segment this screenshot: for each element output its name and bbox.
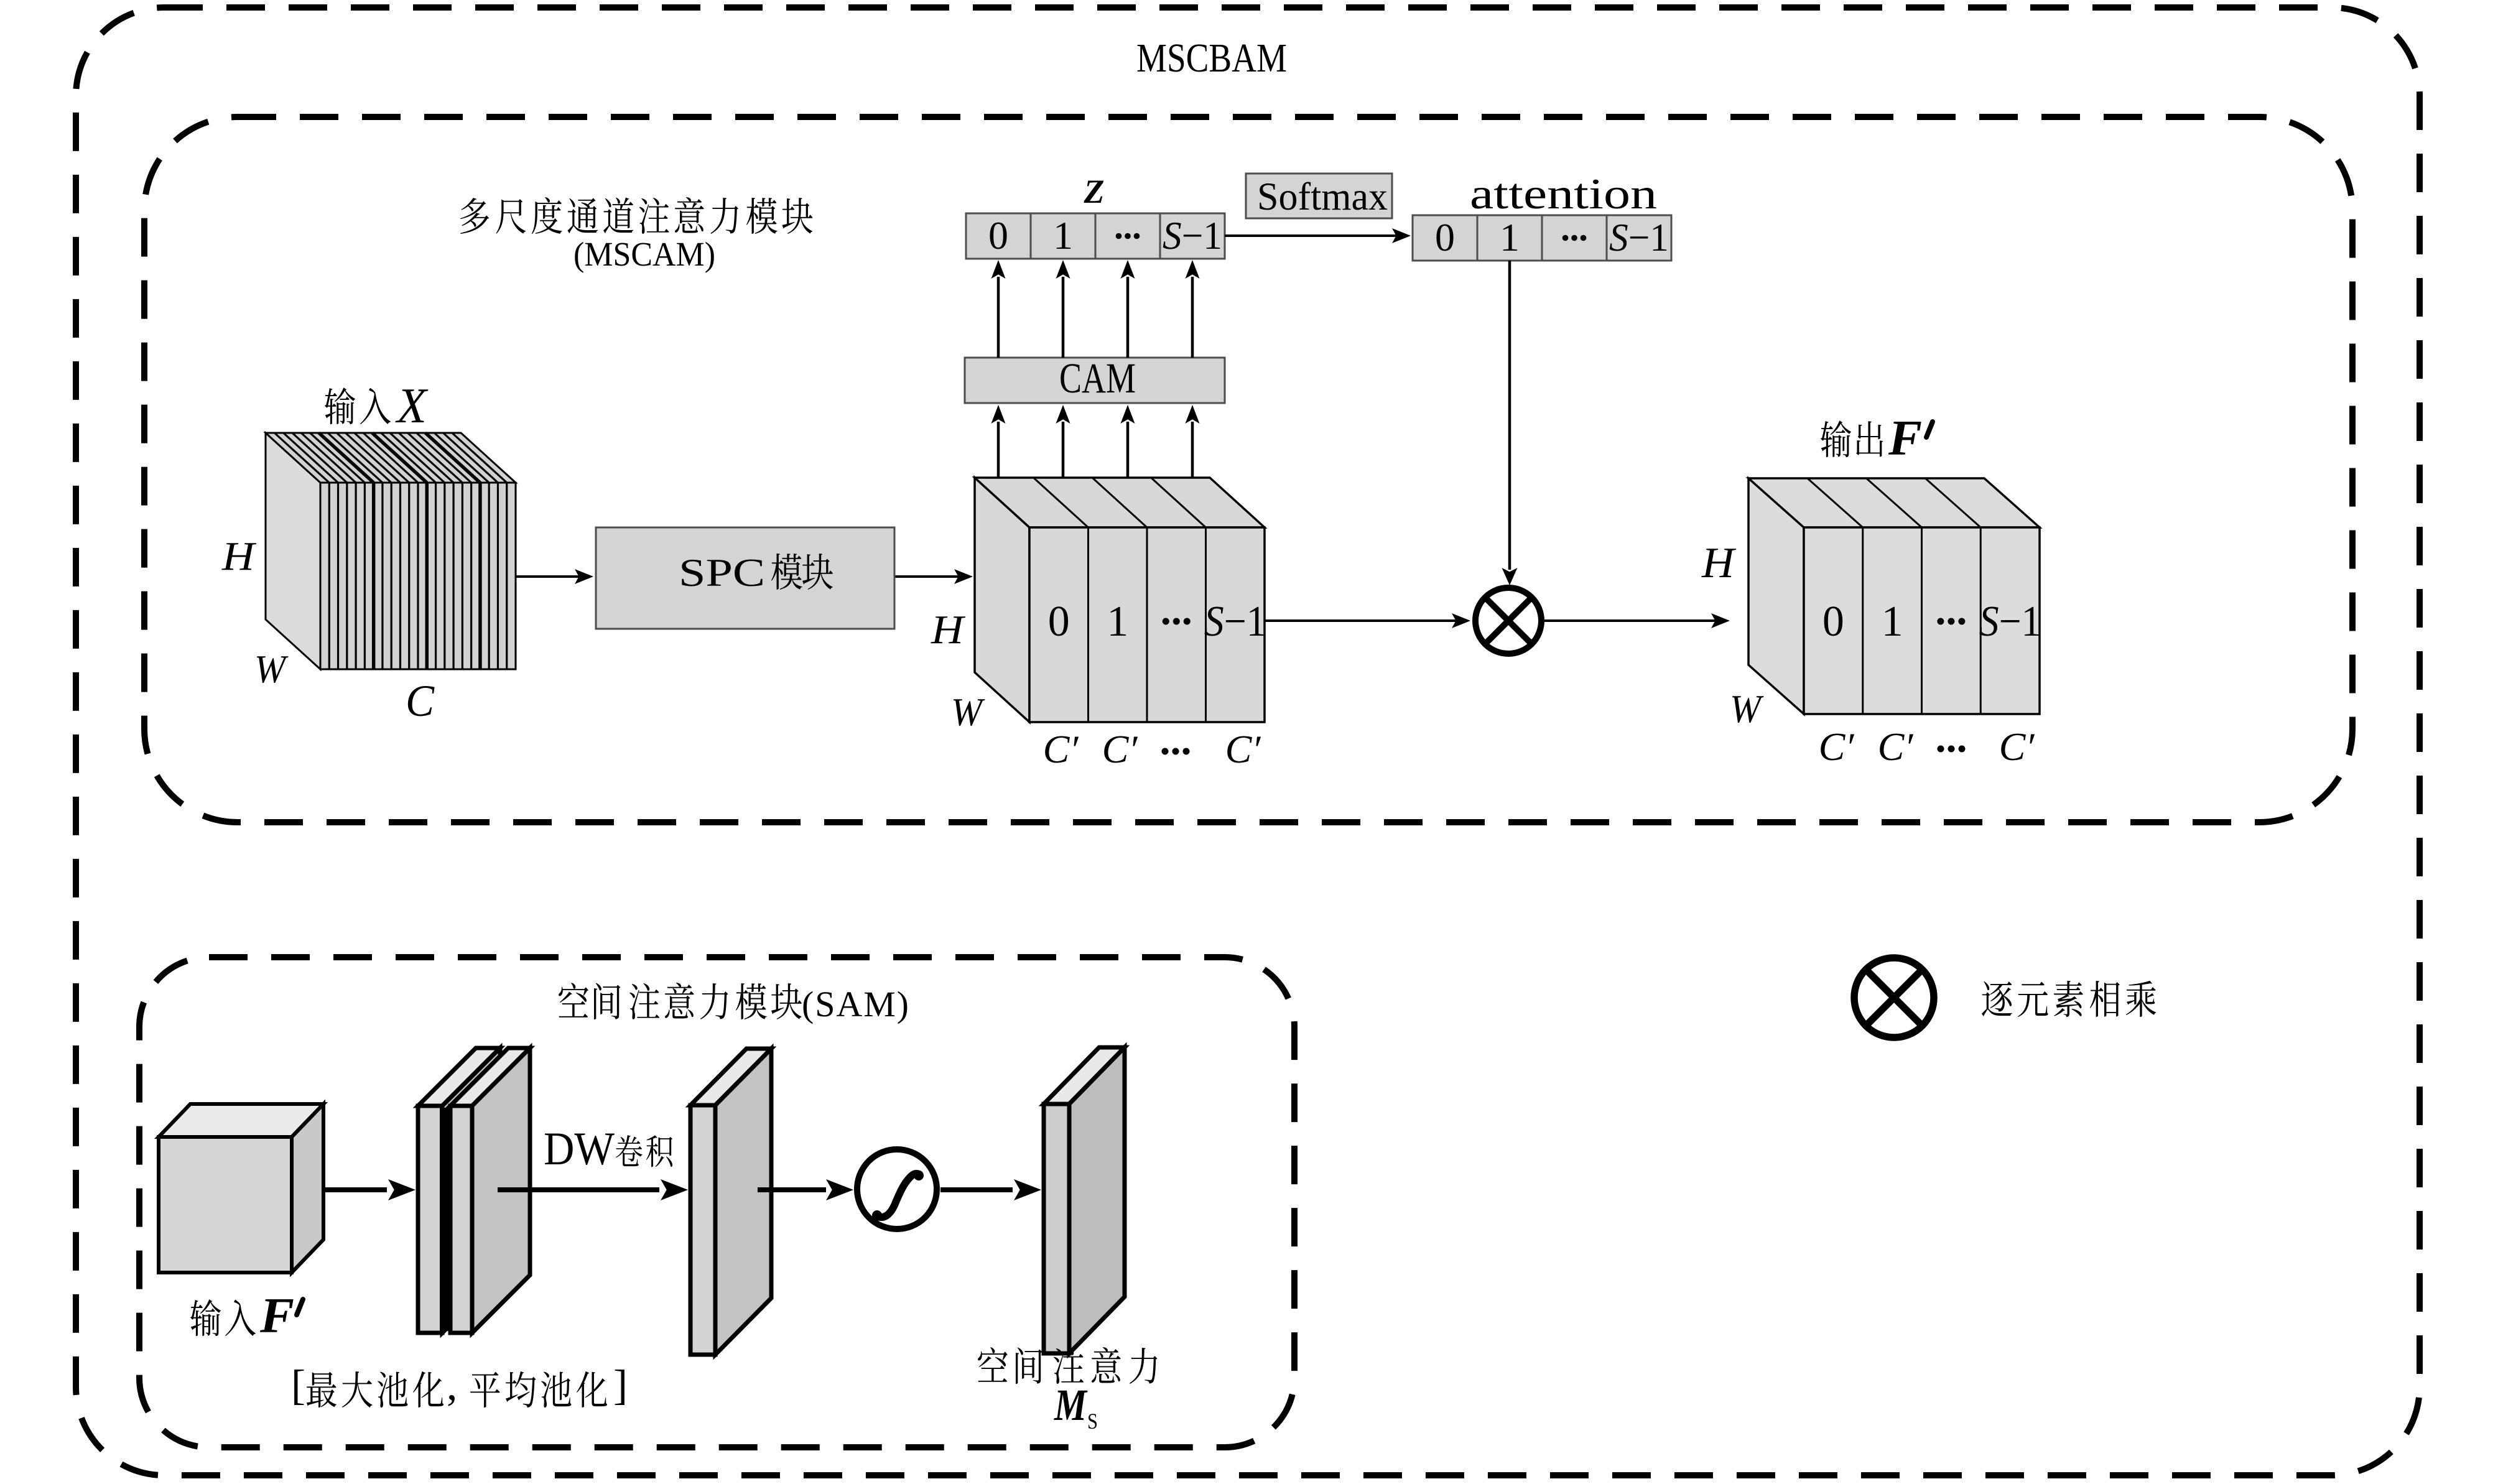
svg-text:H: H xyxy=(221,534,257,579)
svg-text:C′: C′ xyxy=(1225,727,1261,771)
svg-text:C′: C′ xyxy=(1102,727,1138,771)
svg-text:H: H xyxy=(1701,539,1737,587)
svg-text:C′: C′ xyxy=(1043,727,1079,771)
svg-text:(MSCAM): (MSCAM) xyxy=(573,235,715,273)
svg-text:C′: C′ xyxy=(1819,725,1855,769)
svg-text:X: X xyxy=(395,379,429,434)
svg-text:S: S xyxy=(1087,1409,1098,1434)
svg-text:F: F xyxy=(1888,411,1922,466)
svg-text:0: 0 xyxy=(1822,598,1844,646)
svg-text:C: C xyxy=(406,676,435,726)
svg-text:1: 1 xyxy=(1107,598,1128,646)
svg-text:Softmax: Softmax xyxy=(1257,174,1388,218)
svg-text:(SAM): (SAM) xyxy=(802,984,909,1024)
svg-text:SPC: SPC xyxy=(679,550,765,595)
svg-text:0: 0 xyxy=(1048,598,1070,646)
svg-text:CAM: CAM xyxy=(1059,355,1136,402)
svg-text:DW: DW xyxy=(544,1123,615,1175)
svg-text:attention: attention xyxy=(1470,170,1657,218)
svg-text:S−1: S−1 xyxy=(1979,598,2041,646)
svg-text:W: W xyxy=(254,647,289,691)
svg-text:M: M xyxy=(1054,1380,1088,1430)
svg-text:C′: C′ xyxy=(1999,725,2035,769)
svg-text:[: [ xyxy=(291,1361,305,1409)
svg-text:1: 1 xyxy=(1882,598,1903,646)
svg-text:W: W xyxy=(1730,687,1764,731)
svg-text:1: 1 xyxy=(1053,213,1073,257)
svg-text:Z: Z xyxy=(1084,173,1105,210)
svg-text:S−1: S−1 xyxy=(1163,213,1222,257)
svg-text:F: F xyxy=(259,1289,294,1343)
svg-text:S−1: S−1 xyxy=(1204,598,1266,646)
svg-text:1: 1 xyxy=(1500,215,1520,259)
svg-text:,: , xyxy=(447,1361,457,1409)
svg-text:0: 0 xyxy=(1435,215,1455,259)
svg-text:S−1: S−1 xyxy=(1609,215,1669,259)
svg-text:0: 0 xyxy=(988,213,1008,257)
svg-text:H: H xyxy=(931,607,966,652)
svg-text:W: W xyxy=(951,690,985,734)
svg-text:MSCBAM: MSCBAM xyxy=(1136,35,1287,81)
svg-text:]: ] xyxy=(613,1361,628,1409)
svg-text:C′: C′ xyxy=(1878,725,1914,769)
